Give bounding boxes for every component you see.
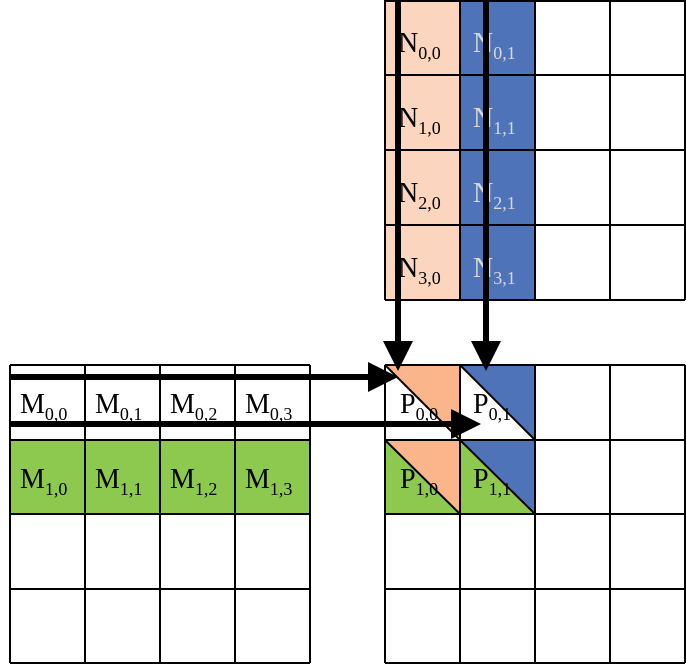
- m-cell-base: M: [95, 464, 120, 495]
- m-cell-sub: 0,1: [120, 404, 143, 424]
- m-cell-1-3: M1,3: [245, 464, 292, 499]
- m-cell-base: M: [20, 464, 45, 495]
- p-cell-base: P: [473, 464, 489, 495]
- p-cell-base: P: [400, 464, 416, 495]
- m-cell-base: M: [245, 389, 270, 420]
- p-cell-0-0: P0,0: [400, 389, 438, 424]
- p-cell-1-1: P1,1: [473, 464, 511, 499]
- m-cell-sub: 1,3: [270, 479, 293, 499]
- n-cell-0-0: N0,0: [398, 28, 441, 63]
- m-cell-sub: 1,2: [195, 479, 218, 499]
- m-cell-base: M: [95, 389, 120, 420]
- m-cell-sub: 1,1: [120, 479, 143, 499]
- n-cell-base: N: [398, 178, 418, 209]
- m-cell-sub: 0,2: [195, 404, 218, 424]
- m-cell-sub: 0,3: [270, 404, 293, 424]
- arrows: [10, 0, 501, 439]
- n-cell-3-0: N3,0: [398, 253, 441, 288]
- m-cell-base: M: [170, 464, 195, 495]
- m-cell-base: M: [20, 389, 45, 420]
- n-cell-sub: 3,1: [493, 268, 516, 288]
- p-cell-sub: 0,0: [416, 404, 439, 424]
- n-cell-1-0: N1,0: [398, 103, 441, 138]
- m-cell-0-2: M0,2: [170, 389, 217, 424]
- n-cell-sub: 2,0: [418, 193, 441, 213]
- p-matrix: P0,0 P0,1 P1,0 P1,1: [384, 364, 686, 664]
- m-matrix: M0,0 M0,1 M0,2 M0,3 M1,0 M1,1 M1,2 M1,3: [9, 364, 311, 664]
- m-cell-0-3: M0,3: [245, 389, 292, 424]
- p-grid: [384, 364, 686, 664]
- n-cell-base: N: [398, 103, 418, 134]
- m-cell-1-1: M1,1: [95, 464, 142, 499]
- p-cell-sub: 1,0: [416, 479, 439, 499]
- n-cell-2-0: N2,0: [398, 178, 441, 213]
- p-cell-1-0: P1,0: [400, 464, 438, 499]
- m-cell-base: M: [170, 389, 195, 420]
- p-cell-sub: 0,1: [489, 404, 512, 424]
- n-cell-sub: 3,0: [418, 268, 441, 288]
- m-cell-1-2: M1,2: [170, 464, 217, 499]
- p-cell-base: P: [400, 389, 416, 420]
- n-matrix: N0,0 N 0,1 N1,0 N 1,1 N2,0 N 2,1 N3,0 N 3,1: [384, 0, 686, 301]
- m-cell-sub: 0,0: [45, 404, 68, 424]
- m-grid: [9, 364, 311, 664]
- m-cell-base: M: [245, 464, 270, 495]
- n-cell-base: N: [398, 28, 418, 59]
- n-cell-sub: 1,1: [493, 118, 516, 138]
- m-cell-sub: 1,0: [45, 479, 68, 499]
- m-cell-0-0: M0,0: [20, 389, 67, 424]
- n-grid: [384, 0, 686, 301]
- n-cell-sub: 2,1: [493, 193, 516, 213]
- p-cell-base: P: [473, 389, 489, 420]
- n-cell-base: N: [398, 253, 418, 284]
- p-cell-sub: 1,1: [489, 479, 512, 499]
- n-cell-sub: 0,0: [418, 43, 441, 63]
- m-cell-0-1: M0,1: [95, 389, 142, 424]
- n-cell-sub: 1,0: [418, 118, 441, 138]
- m-cell-1-0: M1,0: [20, 464, 67, 499]
- n-cell-sub: 0,1: [493, 43, 516, 63]
